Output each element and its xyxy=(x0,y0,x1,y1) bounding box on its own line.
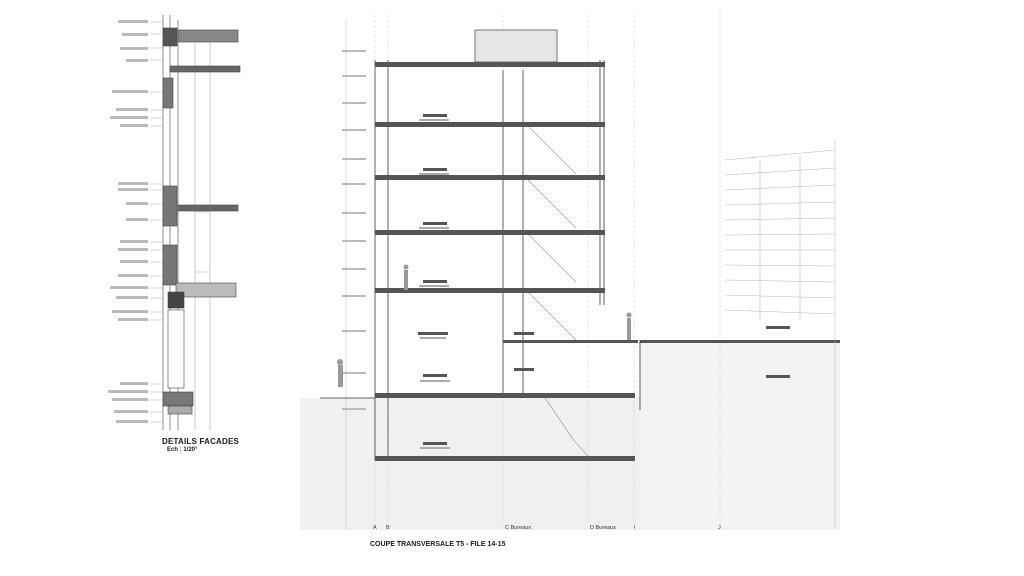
ground-line xyxy=(320,340,641,410)
level-markers xyxy=(342,20,366,530)
floor-level-labels xyxy=(418,114,790,449)
grid-axis-j: J xyxy=(718,525,721,531)
section-title: COUPE TRANSVERSALE T5 - FILE 14-15 xyxy=(370,541,506,548)
ground-fill-right xyxy=(640,340,840,530)
details-scale: Ech : 1/20° xyxy=(167,447,198,453)
detail-annotation-marks xyxy=(108,20,148,423)
grid-axis-b: B xyxy=(386,525,390,531)
neighbour-building xyxy=(724,140,836,530)
grid-axis-i: I xyxy=(634,525,636,531)
grid-axis-a: A xyxy=(373,525,377,531)
details-title: DETAILS FACADES xyxy=(162,437,240,446)
detail-annotation-lines xyxy=(150,21,210,423)
staircase xyxy=(527,125,591,459)
grid-axis-d: D Bureaux xyxy=(590,525,616,531)
floor-slabs xyxy=(375,62,840,461)
grid-axis-c: C Bureaux xyxy=(505,525,531,531)
person-figures xyxy=(337,264,632,387)
facade-detail xyxy=(162,15,241,430)
